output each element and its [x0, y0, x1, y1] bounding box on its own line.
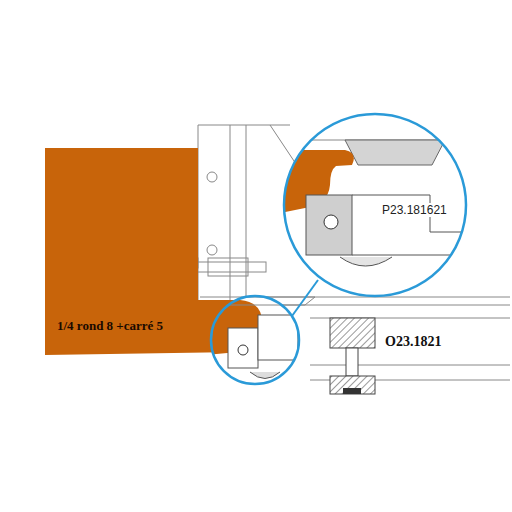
workpiece	[45, 148, 262, 355]
part-number: P23.181621	[380, 203, 449, 217]
zoom-link	[292, 280, 318, 316]
part-number: O23.1821	[383, 334, 443, 350]
zoom-circle	[284, 114, 466, 296]
tool-body	[178, 125, 510, 380]
profile-label: 1/4 rond 8 +carré 5	[55, 318, 165, 334]
zoom-circle	[211, 296, 299, 384]
clamp-bolt	[330, 318, 375, 394]
big-detail	[270, 140, 470, 266]
